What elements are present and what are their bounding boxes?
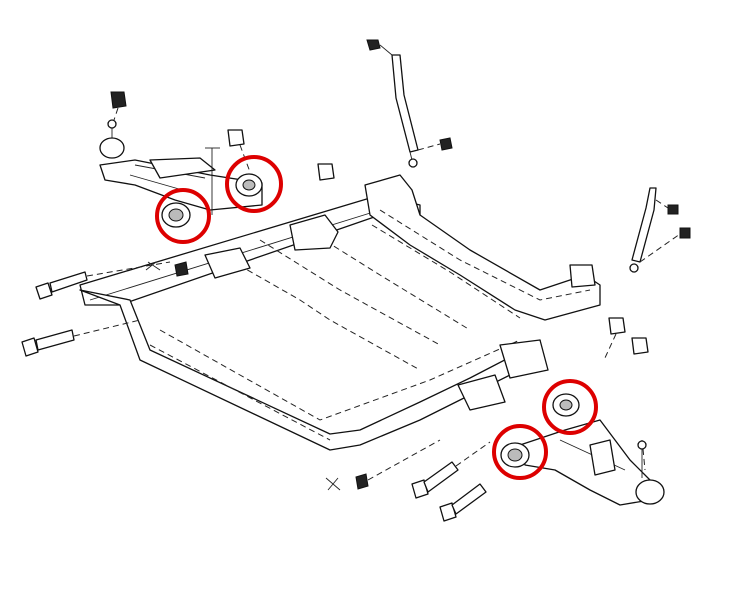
left-lower-arm	[99, 91, 335, 228]
highlight-circle-right-front	[492, 424, 548, 480]
highlight-markers	[155, 155, 598, 480]
front-bolts-left	[21, 261, 189, 357]
subframe-rear-beam	[364, 174, 601, 321]
highlight-circle-right-rear	[542, 379, 598, 435]
highlight-circle-left-rear	[225, 155, 283, 213]
stabilizer-link-right	[629, 187, 691, 273]
right-lower-arm	[500, 317, 665, 506]
stabilizer-link-left	[366, 39, 453, 168]
rear-bolts-right	[325, 439, 491, 522]
highlight-circle-left-front	[155, 188, 211, 244]
subframe-side-rails	[204, 214, 549, 411]
